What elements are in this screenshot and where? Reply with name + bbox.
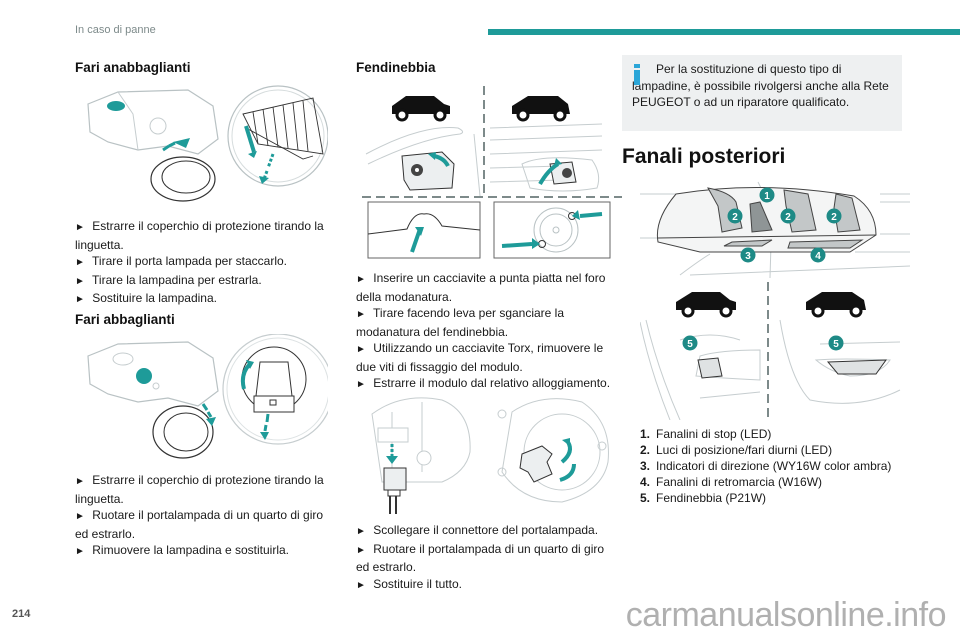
legend-item: 1.Fanalini di stop (LED) <box>640 427 772 441</box>
step-item: ► Ruotare il portalampada di un quarto d… <box>356 541 605 575</box>
bullet-arrow-icon: ► <box>75 222 85 233</box>
rear-lights-title: Fanali posteriori <box>622 145 786 168</box>
bullet-arrow-icon: ► <box>75 294 85 305</box>
step-item: ► Estrarre il coperchio di protezione ti… <box>75 473 324 506</box>
rear-fog-figure: 5 5 <box>640 280 920 420</box>
callout-5: 5 <box>828 335 844 351</box>
legend-item: 5.Fendinebbia (P21W) <box>640 491 767 505</box>
step-item: ► Sostituire il tutto. <box>356 576 462 591</box>
watermark: carmanualsonline.info <box>625 596 947 634</box>
svg-text:2: 2 <box>785 212 791 223</box>
callout-2: 2 <box>727 208 743 224</box>
bullet-arrow-icon: ► <box>356 309 366 320</box>
running-title: In caso di panne <box>75 24 156 36</box>
step-item: ► Sostituire la lampadina. <box>75 291 217 305</box>
low-beam-steps: ► Estrarre il coperchio di protezione ti… <box>75 218 327 309</box>
callout-3: 3 <box>740 247 756 263</box>
callout-4: 4 <box>810 247 826 263</box>
step-item: ► Tirare facendo leva per sganciare la m… <box>356 306 565 339</box>
step-item: ► Rimuovere la lampadina e sostituirla. <box>75 543 290 557</box>
bullet-arrow-icon: ► <box>75 476 85 487</box>
fog-title: Fendinebbia <box>356 60 436 75</box>
svg-text:3: 3 <box>745 251 751 262</box>
bullet-arrow-icon: ► <box>356 579 366 591</box>
low-beam-figure <box>78 84 328 202</box>
bullet-arrow-icon: ► <box>356 526 366 537</box>
svg-text:4: 4 <box>815 251 821 262</box>
step-item: ► Utilizzando un cacciavite Torx, rimuov… <box>356 341 604 374</box>
bullet-arrow-icon: ► <box>75 546 85 557</box>
legend-item: 4.Fanalini di retromarcia (W16W) <box>640 475 823 489</box>
fog-removal-figure <box>362 84 622 260</box>
callout-1: 1 <box>759 187 775 203</box>
callout-2: 2 <box>780 208 796 224</box>
high-beam-figure <box>78 334 328 462</box>
fog-bulb-figure <box>362 392 618 514</box>
info-icon <box>634 64 640 85</box>
legend-item: 3.Indicatori di direzione (WY16W color a… <box>640 459 892 473</box>
step-item: ► Estrarre il coperchio di protezione ti… <box>75 219 324 252</box>
bullet-arrow-icon: ► <box>356 379 366 390</box>
bullet-arrow-icon: ► <box>356 544 366 556</box>
step-item: ► Tirare il porta lampada per staccarlo. <box>75 254 288 268</box>
car-silhouette-icon <box>392 96 450 122</box>
low-beam-title: Fari anabbaglianti <box>75 60 191 75</box>
bullet-arrow-icon: ► <box>75 511 85 522</box>
bullet-arrow-icon: ► <box>75 275 85 287</box>
step-item: ► Tirare la lampadina per estrarla. <box>75 272 262 287</box>
svg-text:1: 1 <box>764 191 770 202</box>
page-number: 214 <box>12 608 31 620</box>
fog-steps-a: ► Inserire un cacciavite a punta piatta … <box>356 270 618 394</box>
step-item: ► Estrarre il modulo dal relativo allogg… <box>356 376 611 390</box>
callout-5: 5 <box>682 335 698 351</box>
bullet-arrow-icon: ► <box>75 257 85 268</box>
rear-lights-legend: 1.Fanalini di stop (LED) 2.Luci di posiz… <box>640 426 920 506</box>
high-beam-steps: ► Estrarre il coperchio di protezione ti… <box>75 472 327 561</box>
svg-text:5: 5 <box>687 339 693 350</box>
info-note-box: Per la sostituzione di questo tipo di la… <box>622 55 902 131</box>
svg-text:5: 5 <box>833 339 839 350</box>
bullet-arrow-icon: ► <box>356 274 366 285</box>
high-beam-title: Fari abbaglianti <box>75 312 175 327</box>
rear-lamp-figure: 1 2 2 2 3 4 <box>640 180 910 280</box>
legend-item: 2.Luci di posizione/fari diurni (LED) <box>640 443 833 457</box>
svg-text:2: 2 <box>732 212 738 223</box>
step-item: ► Ruotare il portalampada di un quarto d… <box>75 508 324 541</box>
callout-2: 2 <box>826 208 842 224</box>
info-note-text: Per la sostituzione di questo tipo di la… <box>632 62 889 109</box>
bullet-arrow-icon: ► <box>356 344 366 355</box>
fog-steps-b: ► Scollegare il connettore del portalamp… <box>356 522 618 594</box>
header-accent-bar <box>488 29 960 35</box>
svg-text:2: 2 <box>831 212 837 223</box>
step-item: ► Inserire un cacciavite a punta piatta … <box>356 271 606 304</box>
step-item: ► Scollegare il connettore del portalamp… <box>356 523 599 537</box>
